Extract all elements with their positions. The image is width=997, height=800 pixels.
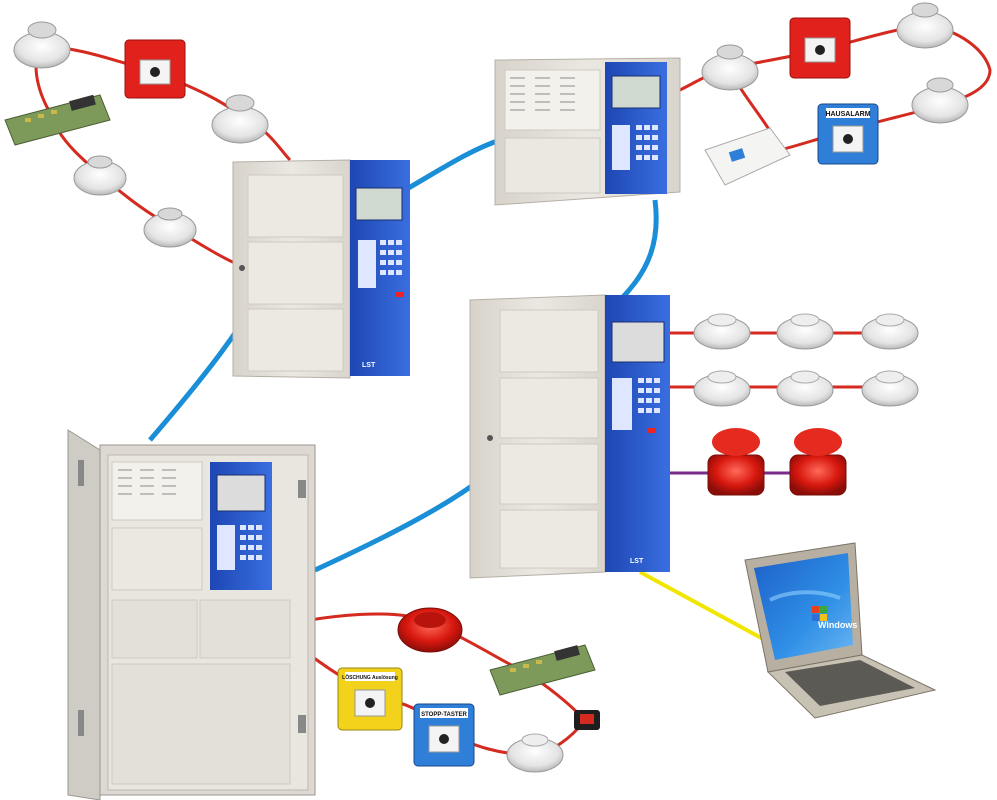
network-link xyxy=(313,477,482,573)
yellow-call-point-label: LÖSCHUNG Auslösung xyxy=(342,674,398,681)
smoke-detector-icon xyxy=(911,77,969,124)
sounder-icon xyxy=(397,607,463,653)
smoke-detector-icon xyxy=(861,313,919,350)
beacon-icon xyxy=(789,428,847,496)
hausalarm-label: HAUSALARM xyxy=(825,111,870,118)
smoke-detector-icon xyxy=(693,313,751,350)
beacon-icon xyxy=(707,428,765,496)
manual-call-point-icon-yellow: LÖSCHUNG Auslösung xyxy=(337,667,403,731)
fire-panel-2[interactable] xyxy=(494,57,681,206)
smoke-detector-icon xyxy=(506,733,564,773)
smoke-detector-icon xyxy=(776,370,834,407)
circuit-board-icon xyxy=(4,94,111,146)
smoke-detector-icon xyxy=(13,21,71,69)
fire-panel-1[interactable]: LST xyxy=(232,159,410,379)
manual-call-point-icon-blue: STOPP-TASTER xyxy=(413,703,475,767)
detector-loop-2 xyxy=(679,23,992,152)
smoke-detector-icon xyxy=(861,370,919,407)
interface-module-icon xyxy=(704,127,791,186)
brand-label: LST xyxy=(362,362,376,369)
fire-panel-3[interactable]: LST xyxy=(469,294,670,579)
smoke-detector-icon xyxy=(896,2,954,49)
laptop-icon[interactable]: Windows xyxy=(744,542,937,719)
stopp-taster-label: STOPP-TASTER xyxy=(421,712,467,718)
smoke-detector-icon xyxy=(693,370,751,407)
manual-call-point-icon xyxy=(124,39,186,99)
os-label: Windows xyxy=(818,620,857,630)
fire-panel-cabinet[interactable] xyxy=(67,429,316,800)
pc-link xyxy=(639,570,766,642)
network-link xyxy=(403,137,501,193)
manual-call-point-icon-blue: HAUSALARM xyxy=(817,103,879,165)
brand-label: LST xyxy=(630,558,644,565)
smoke-detector-icon xyxy=(73,155,127,196)
smoke-detector-icon xyxy=(211,94,269,144)
smoke-detector-icon xyxy=(776,313,834,350)
smoke-detector-icon xyxy=(701,44,759,91)
smoke-detector-icon xyxy=(143,207,197,248)
connector-module-icon xyxy=(574,710,600,730)
manual-call-point-icon xyxy=(789,17,851,79)
circuit-board-icon xyxy=(489,644,596,696)
network-link xyxy=(618,199,659,302)
